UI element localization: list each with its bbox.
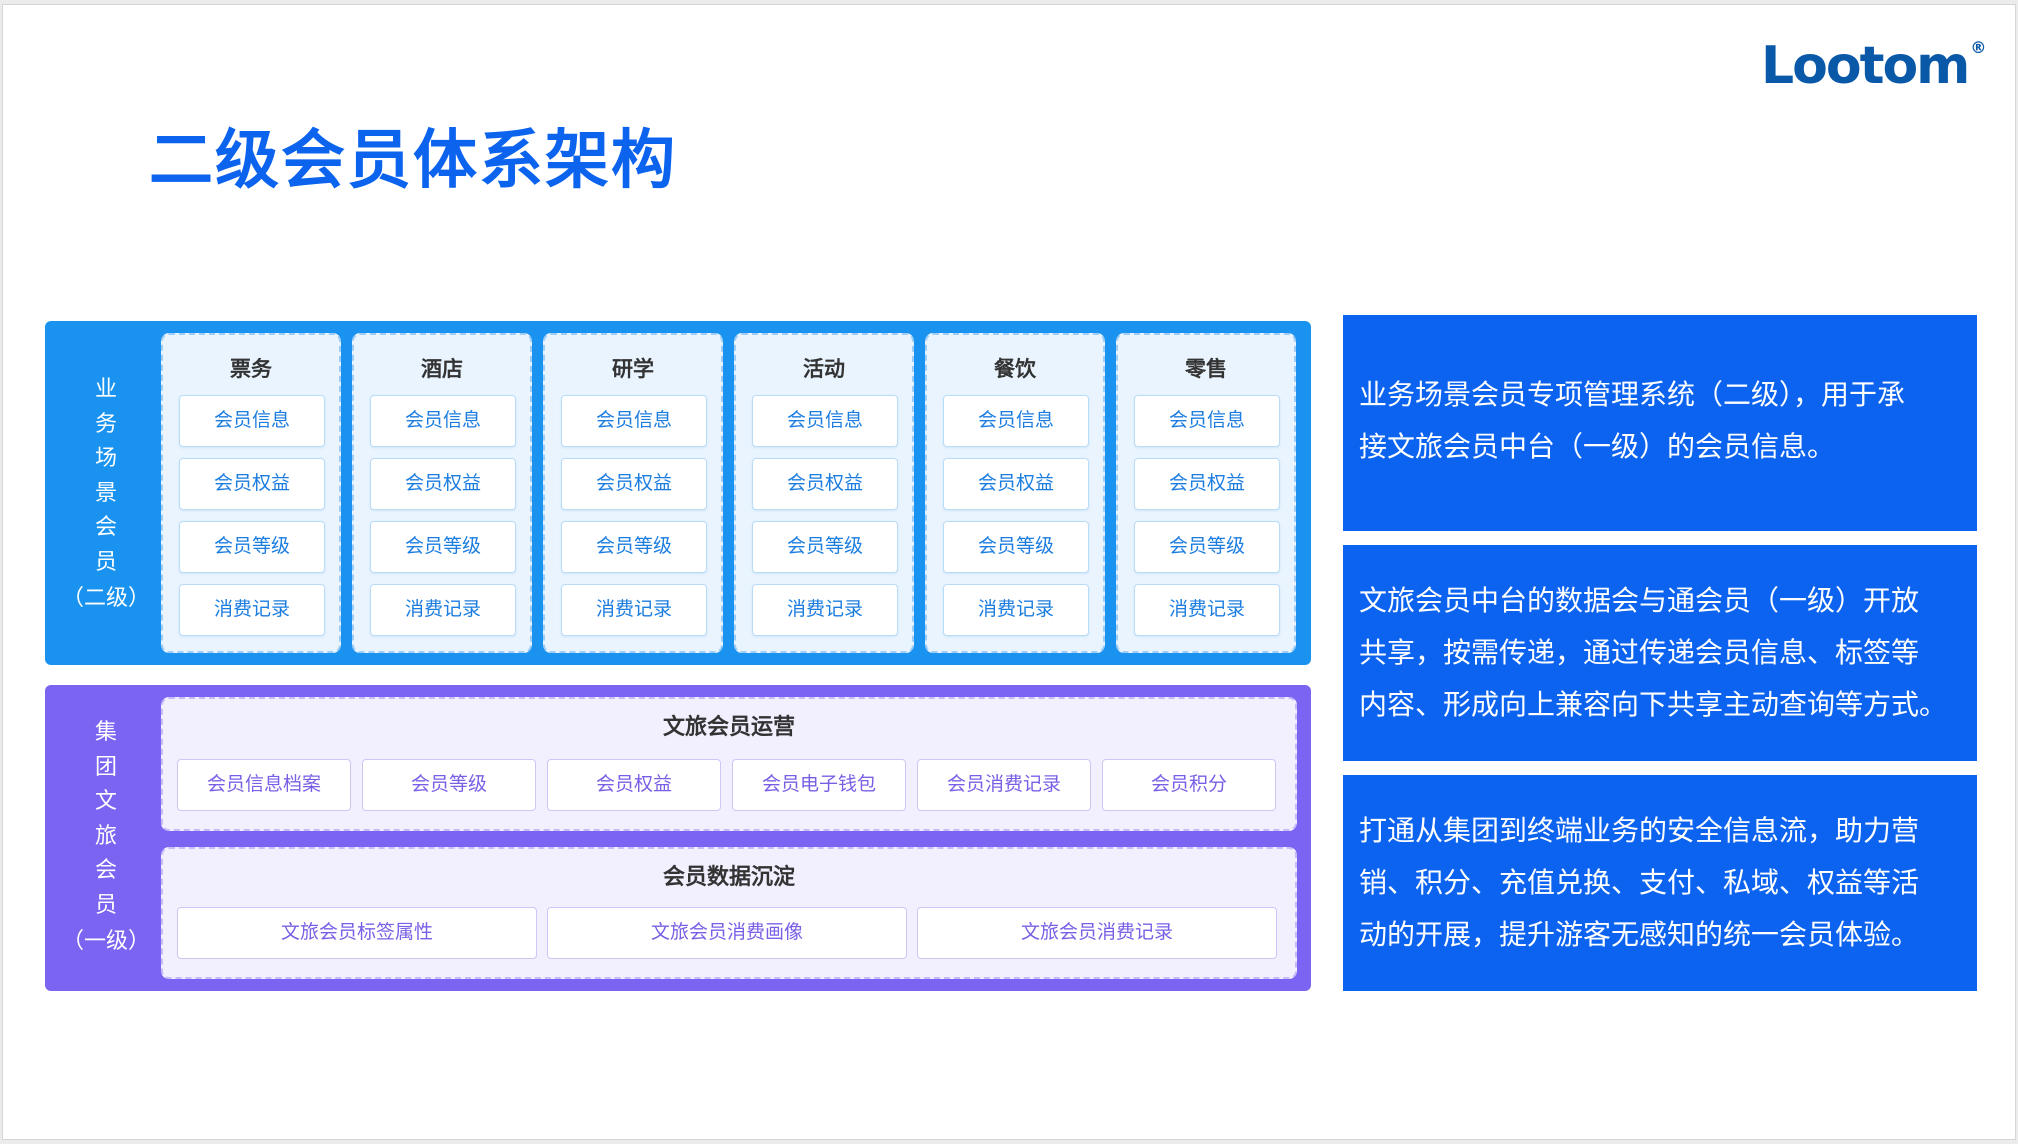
column-title: 餐饮 xyxy=(994,357,1036,381)
business-item: 会员权益 xyxy=(1134,458,1280,510)
business-item: 会员权益 xyxy=(561,458,707,510)
column-title: 票务 xyxy=(230,357,272,381)
side-label-char: 务 xyxy=(94,411,117,437)
business-column: 餐饮会员信息会员权益会员等级消费记录 xyxy=(925,333,1105,653)
side-label-level: （二级） xyxy=(61,586,150,611)
info-line: 接文旅会员中台（一级）的会员信息。 xyxy=(1359,430,1836,463)
business-item: 会员信息 xyxy=(179,395,325,447)
business-item: 会员信息 xyxy=(561,395,707,447)
business-item: 会员信息 xyxy=(943,395,1089,447)
column-title: 活动 xyxy=(803,357,845,381)
business-item: 消费记录 xyxy=(752,584,898,636)
side-label-char: 会 xyxy=(94,858,117,883)
business-item: 会员等级 xyxy=(1134,521,1280,573)
slide: Lootom ® 二级会员体系架构 业 务 场 景 会 员 （二级） 票务会员信… xyxy=(2,4,2016,1140)
info-line: 文旅会员中台的数据会与通会员（一级）开放 xyxy=(1359,584,1920,617)
business-item: 消费记录 xyxy=(1134,584,1280,636)
info-line: 业务场景会员专项管理系统（二级），用于承 xyxy=(1359,378,1906,411)
side-label-char: 景 xyxy=(94,480,117,506)
column-title: 酒店 xyxy=(421,357,463,381)
side-label-char: 员 xyxy=(94,892,117,918)
info-box-level2: 业务场景会员专项管理系统（二级），用于承接文旅会员中台（一级）的会员信息。 xyxy=(1343,315,1977,531)
group-side-label: 集 团 文 旅 会 员 （一级） xyxy=(45,716,167,960)
business-item: 会员等级 xyxy=(943,521,1089,573)
info-box-security: 打通从集团到终端业务的安全信息流，助力营销、积分、充值兑换、支付、私域、权益等活… xyxy=(1343,775,1977,991)
info-box-data-sharing: 文旅会员中台的数据会与通会员（一级）开放共享，按需传递，通过传递会员信息、标签等… xyxy=(1343,545,1977,761)
business-item: 会员等级 xyxy=(179,521,325,573)
operations-title: 文旅会员运营 xyxy=(662,715,795,740)
business-item: 消费记录 xyxy=(179,584,325,636)
info-line: 销、积分、充值兑换、支付、私域、权益等活 xyxy=(1359,866,1920,899)
business-item: 会员权益 xyxy=(370,458,516,510)
operations-item: 会员电子钱包 xyxy=(732,759,906,811)
business-side-label: 业 务 场 景 会 员 （二级） xyxy=(45,373,167,617)
business-item: 会员权益 xyxy=(179,458,325,510)
business-column: 票务会员信息会员权益会员等级消费记录 xyxy=(161,333,341,653)
member-operations-box: 文旅会员运营 会员信息档案会员等级会员权益会员电子钱包会员消费记录会员积分 xyxy=(161,697,1297,831)
business-column: 研学会员信息会员权益会员等级消费记录 xyxy=(543,333,723,653)
data-item: 文旅会员消费画像 xyxy=(547,907,907,959)
info-line: 动的开展，提升游客无感知的统一会员体验。 xyxy=(1359,918,1920,951)
side-label-char: 员 xyxy=(94,549,117,575)
business-item: 消费记录 xyxy=(561,584,707,636)
business-item: 会员权益 xyxy=(752,458,898,510)
business-item: 会员等级 xyxy=(370,521,516,573)
operations-item: 会员积分 xyxy=(1102,759,1276,811)
operations-item: 会员权益 xyxy=(547,759,721,811)
data-item: 文旅会员标签属性 xyxy=(177,907,537,959)
info-line: 打通从集团到终端业务的安全信息流，助力营 xyxy=(1359,814,1920,847)
business-item: 会员等级 xyxy=(561,521,707,573)
operations-item: 会员等级 xyxy=(362,759,536,811)
side-label-char: 团 xyxy=(94,754,117,780)
business-column: 酒店会员信息会员权益会员等级消费记录 xyxy=(352,333,532,653)
business-item: 会员信息 xyxy=(752,395,898,447)
business-item: 会员等级 xyxy=(752,521,898,573)
business-item: 会员信息 xyxy=(1134,395,1280,447)
side-label-char: 业 xyxy=(94,377,117,402)
operations-item: 会员消费记录 xyxy=(917,759,1091,811)
business-column: 活动会员信息会员权益会员等级消费记录 xyxy=(734,333,914,653)
operations-item: 会员信息档案 xyxy=(177,759,351,811)
business-item: 消费记录 xyxy=(370,584,516,636)
business-item: 会员信息 xyxy=(370,395,516,447)
data-item: 文旅会员消费记录 xyxy=(917,907,1277,959)
side-label-char: 文 xyxy=(94,789,117,814)
side-label-level: （一级） xyxy=(61,929,150,954)
business-column: 零售会员信息会员权益会员等级消费记录 xyxy=(1116,333,1296,653)
business-item: 会员权益 xyxy=(943,458,1089,510)
side-label-char: 旅 xyxy=(94,823,117,849)
info-line: 共享，按需传递，通过传递会员信息、标签等 xyxy=(1359,636,1920,669)
lootom-logo: Lootom ® xyxy=(1761,36,1987,96)
business-item: 消费记录 xyxy=(943,584,1089,636)
side-label-char: 会 xyxy=(94,515,117,540)
registered-mark: ® xyxy=(1970,38,1987,57)
group-member-panel: 集 团 文 旅 会 员 （一级） 文旅会员运营 会员信息档案会员等级会员权益会员… xyxy=(45,685,1311,991)
column-title: 研学 xyxy=(612,357,654,381)
column-title: 零售 xyxy=(1185,357,1227,381)
side-label-char: 场 xyxy=(94,446,117,471)
logo-text: Lootom xyxy=(1761,36,1970,96)
info-line: 内容、形成向上兼容向下共享主动查询等方式。 xyxy=(1359,688,1948,721)
business-member-panel: 业 务 场 景 会 员 （二级） 票务会员信息会员权益会员等级消费记录酒店会员信… xyxy=(45,321,1311,665)
side-label-char: 集 xyxy=(94,720,117,745)
page-title: 二级会员体系架构 xyxy=(149,124,677,198)
member-data-box: 会员数据沉淀 文旅会员标签属性文旅会员消费画像文旅会员消费记录 xyxy=(161,847,1297,979)
data-title: 会员数据沉淀 xyxy=(662,865,795,890)
